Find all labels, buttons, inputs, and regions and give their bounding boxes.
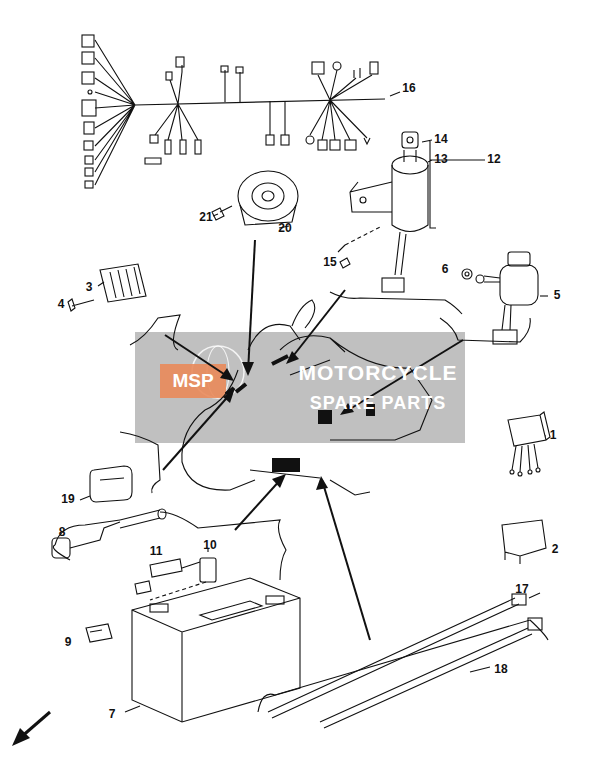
callout-number: 16	[402, 82, 415, 95]
callout-number: 19	[61, 493, 74, 506]
callout-number: 17	[515, 583, 528, 596]
leader-line	[80, 496, 90, 500]
callout-number: 13	[434, 153, 447, 166]
callout-number: 20	[278, 222, 291, 235]
group-bracket	[120, 292, 548, 712]
cable-tie	[268, 593, 542, 728]
callout-number: 1	[550, 429, 557, 442]
callout-number: 6	[442, 263, 449, 276]
callout-number: 14	[434, 133, 447, 146]
relay	[502, 412, 550, 564]
callout-number: 8	[59, 526, 66, 539]
horn	[212, 171, 298, 228]
part-location	[226, 356, 288, 394]
starter-relay	[462, 252, 548, 344]
rectifier	[68, 264, 146, 311]
callout-number: 4	[58, 298, 65, 311]
callout-number: 21	[199, 211, 212, 224]
watermark-logo-text: MSP	[172, 371, 213, 392]
callout-number: 18	[494, 663, 507, 676]
cable-and-fuse	[52, 509, 216, 642]
watermark-text: SPARE PARTS	[310, 394, 446, 414]
callout-number: 15	[323, 256, 336, 269]
wire-harness	[82, 35, 385, 188]
callout-number: 12	[487, 153, 500, 166]
flasher-relay	[90, 466, 132, 502]
callout-number: 3	[86, 281, 93, 294]
callout-number: 9	[65, 636, 72, 649]
watermark-text: MOTORCYCLE	[299, 361, 458, 384]
leader-line	[390, 92, 400, 96]
callout-number: 10	[203, 539, 216, 552]
callout-number: 7	[109, 708, 116, 721]
part-location	[272, 458, 300, 472]
battery	[125, 578, 300, 722]
direction-arrow	[12, 728, 30, 746]
ignition-switch	[338, 132, 485, 292]
callout-number: 2	[552, 543, 559, 556]
callout-number: 5	[554, 289, 561, 302]
location-arrow	[163, 240, 463, 640]
callout-number: 11	[150, 545, 163, 558]
